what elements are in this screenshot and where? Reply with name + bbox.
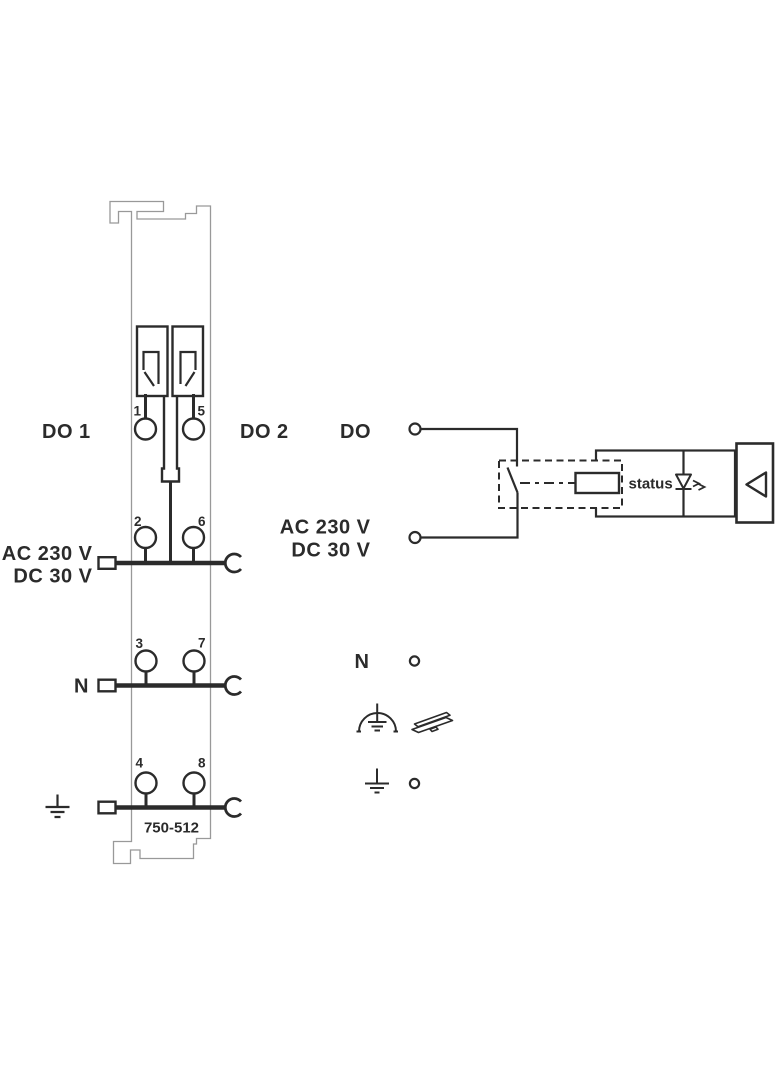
terminal-6-circle: [181, 525, 206, 550]
earth-wire-end-connector: [97, 800, 117, 815]
label-ac-left: AC 230 V: [2, 543, 93, 565]
legend-terminal-earth: [408, 777, 421, 790]
terminal-5-number: 5: [198, 404, 206, 419]
terminal-5-circle: [181, 417, 206, 441]
terminal-1-number: 1: [133, 404, 141, 419]
terminal-4-number: 4: [135, 756, 143, 771]
internal-feed-bar: [160, 396, 181, 561]
module-body-profile: [109, 200, 212, 865]
label-do: DO: [340, 421, 371, 443]
terminal-1-circle: [133, 417, 158, 441]
clamp-symbol-2: [179, 350, 197, 387]
terminal-3-circle: [134, 649, 158, 673]
bus-connector-triangle-icon: [745, 471, 768, 498]
label-do2: DO 2: [240, 421, 289, 443]
label-dc-left: DC 30 V: [13, 566, 92, 588]
label-n-mid: N: [355, 651, 370, 673]
module-outline: [109, 200, 212, 865]
relay-contact-1: 1: [133, 325, 169, 441]
label-ac-mid: AC 230 V: [280, 517, 371, 539]
neutral-wire-end-connector: [97, 678, 117, 693]
power-bus-continuation-arc: [223, 552, 243, 574]
switch-blade: [506, 467, 519, 493]
led-icon: [675, 473, 707, 491]
terminal-8-number: 8: [198, 756, 206, 771]
relay-schematic: status: [408, 422, 775, 545]
ground-icon-mid: [365, 768, 389, 794]
terminal-8-circle: [182, 771, 206, 795]
terminal-6-number: 6: [198, 514, 206, 529]
do-wire: [420, 427, 519, 467]
terminal-7-circle: [182, 649, 206, 673]
terminal-2-number: 2: [134, 514, 142, 529]
return-wire: [420, 492, 519, 539]
terminal-2-circle: [133, 525, 158, 550]
relay-contact-2: 5: [171, 325, 206, 441]
power-terminal-circle: [408, 530, 422, 545]
earth-bus: 4 8: [97, 756, 243, 818]
power-wire-end-connector: [97, 556, 117, 571]
label-do1: DO 1: [42, 421, 91, 443]
relay-coil: [574, 471, 621, 495]
ground-icon: [45, 794, 70, 819]
legend-terminal-n: [408, 655, 421, 667]
din-rail-icon: [411, 711, 454, 734]
earth-via-rail-icon: [356, 703, 398, 733]
terminal-4-circle: [134, 771, 158, 795]
do-terminal-circle: [408, 422, 422, 436]
neutral-bus-continuation-arc: [223, 675, 243, 696]
label-part-number: 750-512: [144, 820, 199, 837]
earth-bus-continuation-arc: [223, 797, 243, 818]
contact-box-1: [135, 325, 169, 398]
label-dc-mid: DC 30 V: [291, 540, 370, 562]
label-n-left: N: [74, 676, 89, 698]
contact-box-2: [171, 325, 205, 398]
label-status: status: [629, 476, 673, 493]
feed-bar-outline: [160, 396, 181, 483]
terminal-3-number: 3: [135, 636, 143, 651]
neutral-bus: 3 7: [97, 636, 243, 696]
clamp-symbol-1: [142, 350, 160, 387]
power-bus: 2 6: [97, 514, 243, 574]
legend-column: DO AC 230 V DC 30 V N: [280, 421, 454, 794]
terminal-7-number: 7: [198, 636, 206, 651]
